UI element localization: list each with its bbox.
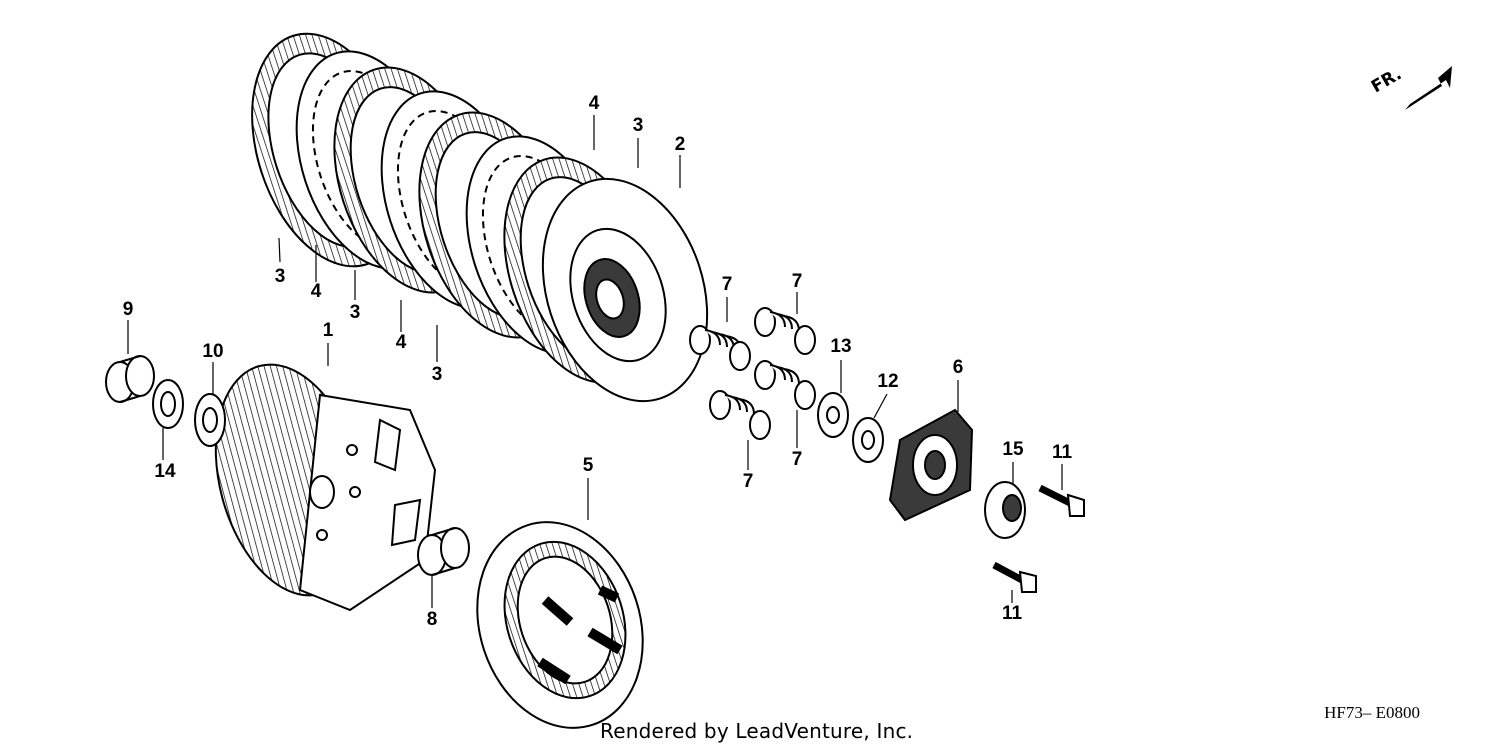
callout-10: 10	[202, 341, 224, 362]
callout-1: 1	[322, 320, 334, 341]
callout-7: 7	[721, 274, 733, 295]
callout-13: 13	[830, 336, 852, 357]
render-credit: Rendered by LeadVenture, Inc.	[600, 719, 914, 743]
clutch-spring-d	[709, 390, 771, 440]
diagram-code: HF73– E0800	[1324, 703, 1420, 722]
callout-6: 6	[952, 357, 964, 378]
callout-3: 3	[632, 115, 644, 136]
callout-4: 4	[395, 332, 407, 353]
clutch-outer	[214, 363, 437, 612]
bearing-15	[984, 481, 1026, 539]
clutch-spring-c	[754, 360, 816, 410]
washer-13	[817, 392, 849, 438]
callout-4: 4	[588, 93, 600, 114]
callout-7: 7	[791, 449, 803, 470]
bushing-9	[105, 355, 155, 403]
clutch-center	[476, 521, 644, 729]
callout-15: 15	[1002, 439, 1024, 460]
callout-14: 14	[154, 461, 176, 482]
lifter-6	[888, 408, 974, 522]
pressure-plate	[541, 177, 709, 403]
callout-9: 9	[122, 299, 134, 320]
leader-lines	[127, 115, 1063, 608]
bolt-11b	[992, 561, 1037, 593]
callout-7: 7	[742, 471, 754, 492]
callout-11: 11	[1001, 603, 1023, 624]
clutch-spring-a	[689, 325, 751, 371]
callout-3: 3	[431, 364, 443, 385]
callout-4: 4	[310, 281, 322, 302]
callout-8: 8	[426, 609, 438, 630]
callout-5: 5	[582, 455, 594, 476]
callout-11: 11	[1051, 442, 1073, 463]
lifter-plate-12	[852, 417, 884, 463]
front-arrow-icon	[1405, 66, 1452, 110]
bolt-11a	[1038, 484, 1085, 517]
callout-3: 3	[274, 266, 286, 287]
collar-8	[417, 527, 470, 576]
lock-washer-14	[152, 379, 184, 429]
clutch-spring-b	[754, 307, 816, 355]
callout-2: 2	[674, 134, 686, 155]
callout-3: 3	[349, 302, 361, 323]
callout-7: 7	[791, 271, 803, 292]
washer-10	[194, 393, 226, 447]
callout-12: 12	[877, 371, 899, 392]
